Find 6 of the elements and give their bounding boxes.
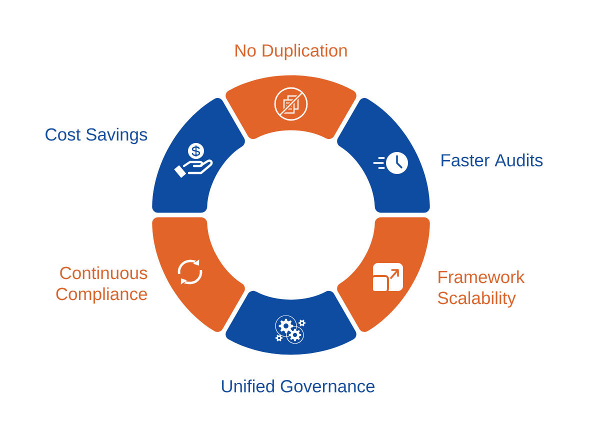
segment-label: No Duplication bbox=[236, 44, 347, 60]
segment-label: Unified Governance bbox=[222, 380, 375, 392]
segment-label: Cost Savings bbox=[46, 128, 148, 144]
segment-label: Continuous Compliance bbox=[56, 266, 148, 304]
segment-label: Framework Scalability bbox=[438, 270, 525, 308]
segment-label: Faster Audits bbox=[442, 154, 543, 166]
